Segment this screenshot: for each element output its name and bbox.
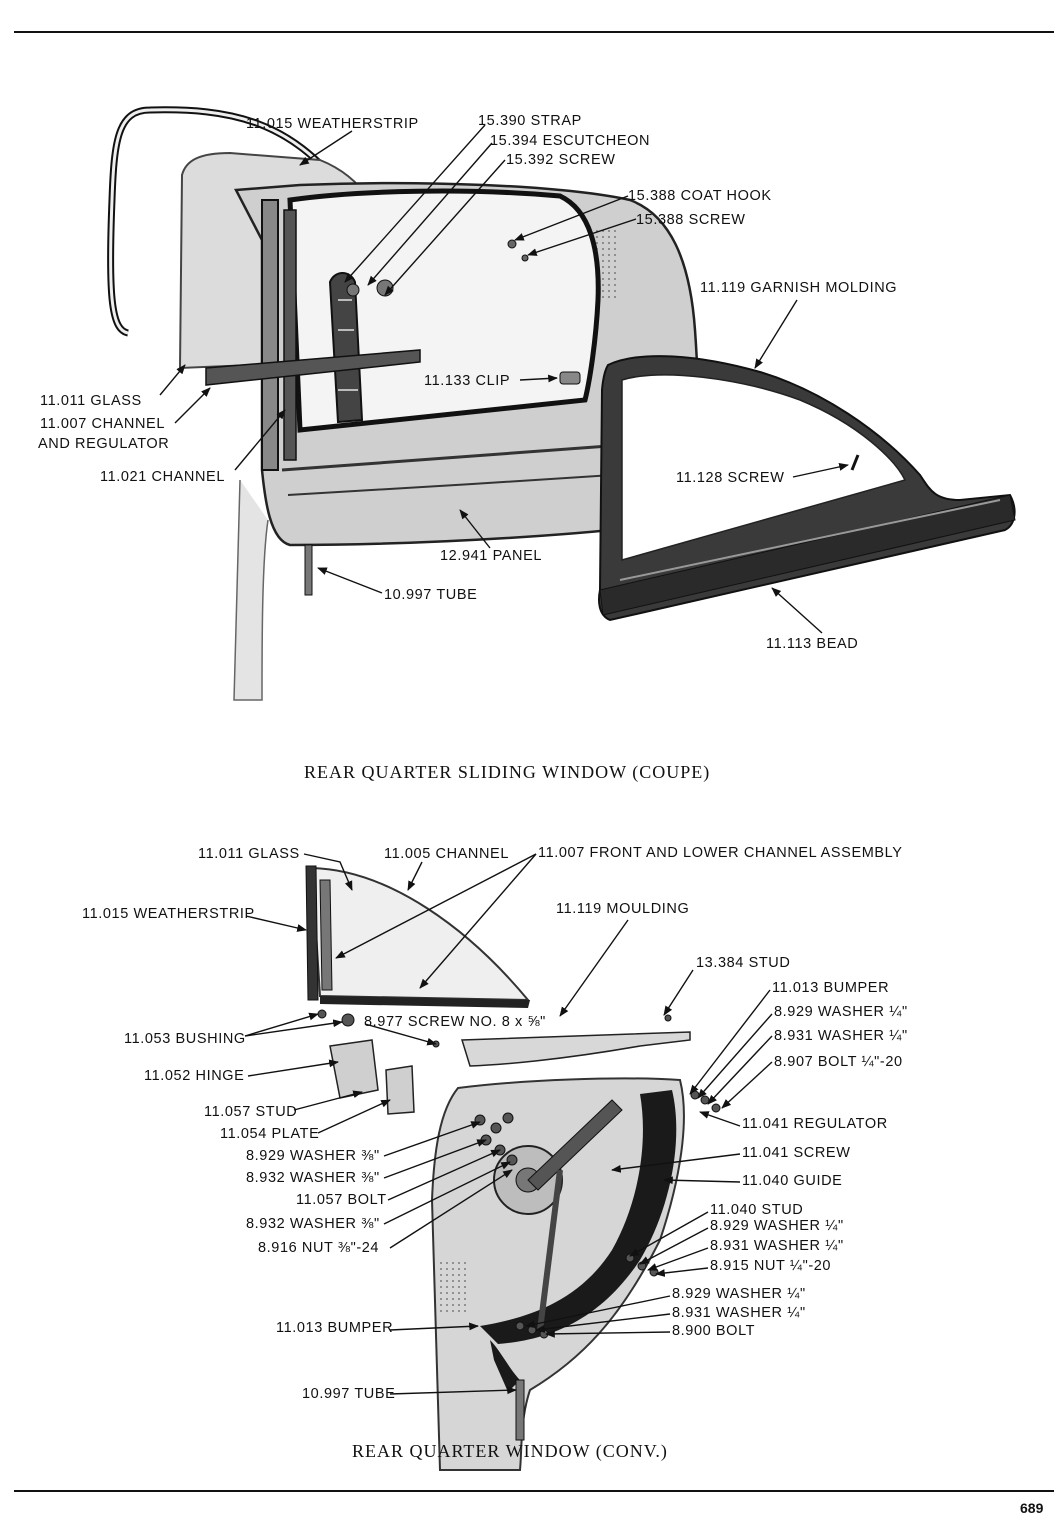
label-coat-hook: 15.388 COAT HOOK — [628, 188, 772, 204]
label-strap: 15.390 STRAP — [478, 113, 582, 129]
label-nut-8916: 8.916 NUT ⅜"-24 — [258, 1240, 380, 1256]
label-washer-8932-a: 8.932 WASHER ⅜" — [246, 1170, 380, 1186]
coupe-leader-lines — [159, 124, 849, 634]
label-nut-8915: 8.915 NUT ¼"-20 — [710, 1258, 832, 1274]
label-washer-8929-a: 8.929 WASHER ¼" — [774, 1004, 908, 1020]
conv-window-drawing — [305, 865, 721, 1471]
label-washer-8931-a: 8.931 WASHER ¼" — [774, 1028, 908, 1044]
label-washer-8929-d: 8.929 WASHER ¼" — [672, 1286, 806, 1302]
label-weatherstrip: 11.015 WEATHERSTRIP — [246, 116, 419, 132]
channel-regulator-shape — [205, 349, 421, 386]
label-stud-11057: 11.057 STUD — [204, 1104, 298, 1120]
label-washer-8931-d: 8.931 WASHER ¼" — [672, 1305, 806, 1321]
label-stud-11040: 11.040 STUD — [710, 1202, 804, 1218]
bottom-rule — [14, 1490, 1054, 1492]
conv-leader-lines — [244, 853, 773, 1395]
label-screw-15392: 15.392 SCREW — [506, 152, 616, 168]
label-screw-11041: 11.041 SCREW — [742, 1145, 851, 1161]
label-screw-15388: 15.388 SCREW — [636, 212, 746, 228]
label-washer-8931-c: 8.931 WASHER ¼" — [710, 1238, 844, 1254]
label-channel-regulator-2: AND REGULATOR — [38, 436, 170, 452]
label-front-lower-channel: 11.007 FRONT AND LOWER CHANNEL ASSEMBLY — [538, 845, 903, 861]
label-garnish-molding: 11.119 GARNISH MOLDING — [700, 280, 898, 296]
label-bolt-11057: 11.057 BOLT — [296, 1192, 387, 1208]
moulding-shape — [460, 1031, 691, 1067]
label-regulator: 11.041 REGULATOR — [742, 1116, 888, 1132]
label-channel-regulator-1: 11.007 CHANNEL — [40, 416, 165, 432]
label-bolt-8900: 8.900 BOLT — [672, 1323, 756, 1339]
caption-coupe: REAR QUARTER SLIDING WINDOW (COUPE) — [304, 762, 711, 782]
label-guide: 11.040 GUIDE — [742, 1173, 843, 1189]
label-stud-13384: 13.384 STUD — [696, 955, 791, 971]
plate-shape — [385, 1065, 415, 1115]
channel-shape — [261, 199, 279, 471]
conv-glass-shape — [310, 866, 531, 1002]
label-conv-tube: 10.997 TUBE — [302, 1386, 396, 1402]
label-screw-11128: 11.128 SCREW — [676, 470, 785, 486]
label-tube: 10.997 TUBE — [384, 587, 478, 603]
label-glass: 11.011 GLASS — [40, 393, 142, 409]
hinge-shape — [329, 1039, 379, 1099]
label-washer-8929-b: 8.929 WASHER ⅜" — [246, 1148, 380, 1164]
label-bumper-top: 11.013 BUMPER — [772, 980, 890, 996]
label-channel: 11.021 CHANNEL — [100, 469, 225, 485]
label-panel: 12.941 PANEL — [440, 548, 543, 564]
guide-shape — [480, 1090, 677, 1344]
label-conv-glass: 11.011 GLASS — [198, 846, 300, 862]
label-escutcheon: 15.394 ESCUTCHEON — [490, 133, 651, 149]
label-moulding: 11.119 MOULDING — [556, 901, 690, 917]
top-rule — [14, 31, 1054, 33]
label-bead: 11.113 BEAD — [766, 636, 859, 652]
label-washer-8929-c: 8.929 WASHER ¼" — [710, 1218, 844, 1234]
label-screw-8977: 8.977 SCREW NO. 8 x ⅝" — [364, 1014, 546, 1030]
label-hinge: 11.052 HINGE — [144, 1068, 245, 1084]
page-number: 689 — [1020, 1500, 1044, 1516]
label-plate: 11.054 PLATE — [220, 1126, 320, 1142]
tube-shape — [304, 544, 313, 596]
label-washer-8932-b: 8.932 WASHER ⅜" — [246, 1216, 380, 1232]
label-channel-11005: 11.005 CHANNEL — [384, 846, 509, 862]
label-conv-weatherstrip: 11.015 WEATHERSTRIP — [82, 906, 255, 922]
label-bumper-bottom: 11.013 BUMPER — [276, 1320, 394, 1336]
label-clip: 11.133 CLIP — [424, 373, 511, 389]
coupe-window-drawing — [107, 106, 1016, 701]
label-bolt-8907: 8.907 BOLT ¼"-20 — [774, 1054, 903, 1070]
label-bushing: 11.053 BUSHING — [124, 1031, 246, 1047]
caption-conv: REAR QUARTER WINDOW (CONV.) — [352, 1441, 668, 1461]
